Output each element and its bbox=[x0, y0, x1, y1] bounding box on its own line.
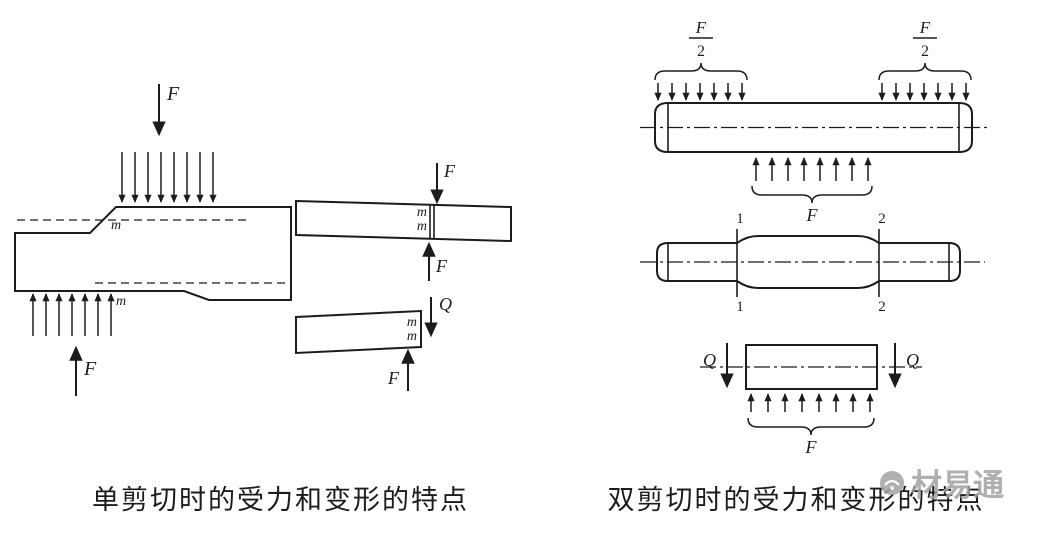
applied-force-bottom: F bbox=[69, 345, 97, 396]
fraction-denominator: 2 bbox=[921, 43, 929, 60]
cut-piece-a: m m F F bbox=[295, 161, 512, 281]
section-label-top: m bbox=[111, 218, 121, 233]
double-shear-figure: F 2 F bbox=[640, 18, 987, 457]
watermark-text: 材易通 bbox=[911, 468, 1004, 503]
middle-load: F bbox=[751, 157, 873, 225]
section-1-bottom-label: 1 bbox=[736, 299, 744, 315]
force-label: F bbox=[806, 205, 819, 225]
watermark-logo-icon bbox=[880, 470, 904, 495]
caption-single-shear: 单剪切时的受力和变形的特点 bbox=[92, 485, 469, 515]
section-1-top-label: 1 bbox=[736, 211, 744, 227]
force-label-bottom: F bbox=[387, 368, 400, 388]
brace-icon bbox=[654, 62, 748, 81]
shear-label-right: Q bbox=[906, 350, 919, 370]
reaction-force-label: F bbox=[805, 437, 818, 457]
shear-label-left: Q bbox=[703, 350, 716, 370]
distributed-arrows bbox=[747, 393, 874, 412]
fraction-numerator: F bbox=[919, 18, 931, 37]
cut-piece-b: m m Q F bbox=[295, 294, 452, 391]
brace-icon bbox=[878, 62, 972, 81]
section-label-bottom: m bbox=[116, 294, 126, 309]
force-label: F bbox=[83, 358, 97, 380]
single-shear-figure: m m bbox=[14, 83, 512, 396]
distributed-arrows bbox=[654, 83, 746, 101]
brace-icon bbox=[751, 185, 873, 204]
watermark: 材易通 bbox=[878, 460, 1004, 505]
distributed-arrows bbox=[752, 157, 872, 181]
left-half-load: F 2 bbox=[654, 18, 748, 101]
section-label-upper: m bbox=[407, 315, 417, 330]
force-label-bottom: F bbox=[435, 256, 448, 276]
pin-with-sections: 1 1 2 2 bbox=[640, 211, 985, 315]
applied-force-top: F bbox=[152, 83, 180, 137]
distributed-arrows bbox=[878, 83, 970, 101]
force-label-top: F bbox=[443, 161, 456, 181]
isolated-element: Q Q F bbox=[700, 343, 922, 457]
distributed-load-arrows-bottom bbox=[29, 293, 115, 336]
brace-icon bbox=[747, 417, 875, 436]
section-label-upper: m bbox=[417, 205, 427, 220]
force-label: F bbox=[166, 83, 180, 105]
caption-double-shear: 双剪切时的受力和变形的特点 bbox=[607, 485, 985, 515]
section-2-top-label: 2 bbox=[878, 211, 886, 227]
sheared-bar: m m bbox=[14, 206, 292, 309]
section-2-bottom-label: 2 bbox=[878, 299, 886, 315]
shear-force-label: Q bbox=[439, 294, 452, 314]
right-half-load: F 2 bbox=[878, 18, 972, 101]
section-label-lower: m bbox=[417, 219, 427, 234]
fraction-denominator: 2 bbox=[697, 43, 705, 60]
section-label-lower: m bbox=[407, 329, 417, 344]
fraction-numerator: F bbox=[695, 18, 707, 37]
distributed-load-arrows-top bbox=[118, 152, 217, 203]
loaded-rod: F 2 F bbox=[640, 18, 987, 225]
